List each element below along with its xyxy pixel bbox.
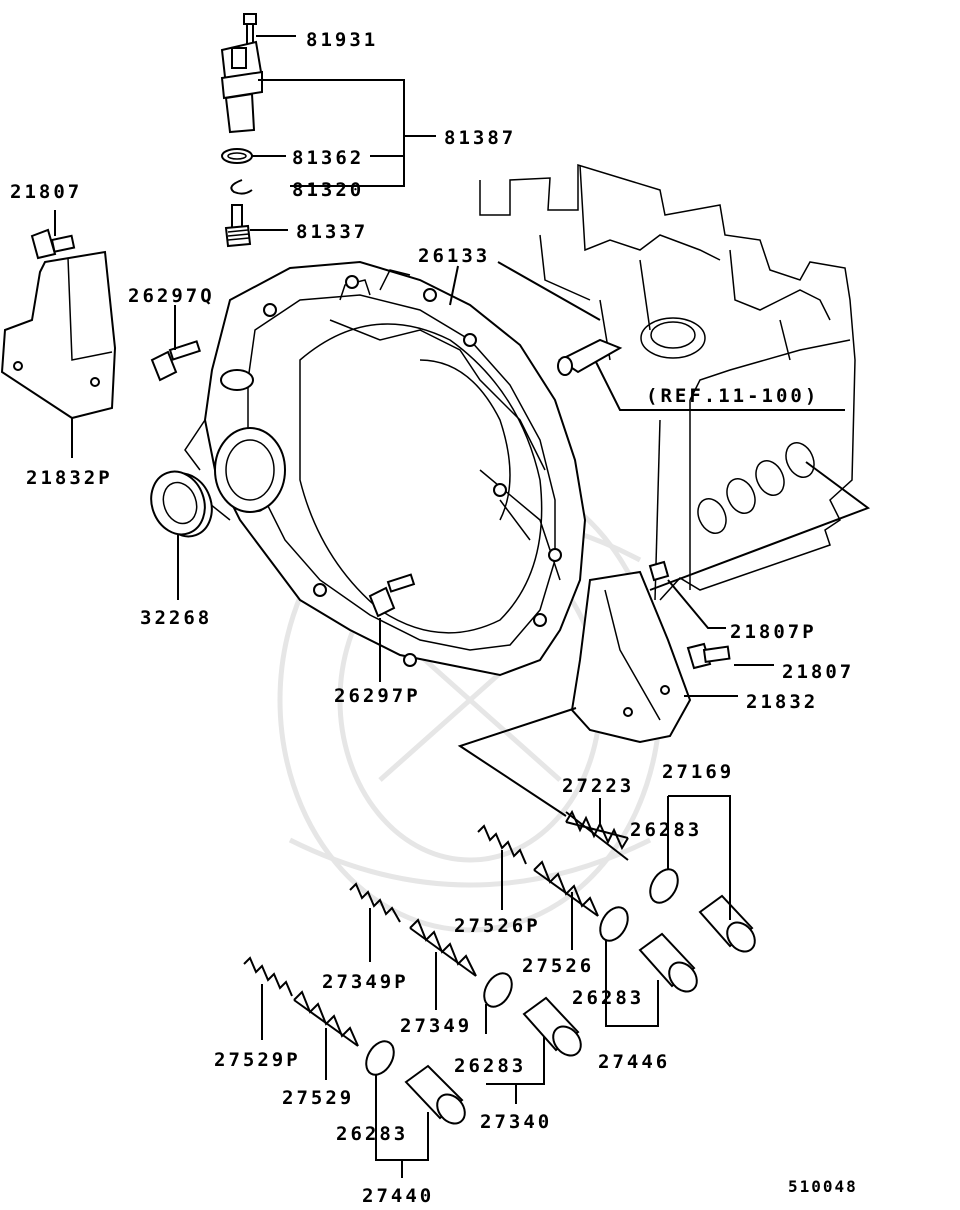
label-27440: 27440 <box>362 1185 434 1207</box>
label-81337: 81337 <box>296 221 368 243</box>
plug-27169 <box>698 894 756 953</box>
label-21832p: 21832P <box>26 467 113 489</box>
label-26133: 26133 <box>418 245 490 267</box>
bracket-21832p <box>0 228 117 420</box>
plug-27440 <box>404 1064 466 1125</box>
label-27526: 27526 <box>522 955 594 977</box>
part-labels: 81931 81387 81362 81320 81337 21807 2629… <box>10 29 858 1207</box>
label-27526p: 27526P <box>454 915 541 937</box>
label-27340: 27340 <box>480 1111 552 1133</box>
speed-sensor-assembly <box>220 13 264 248</box>
label-21807-top: 21807 <box>10 181 82 203</box>
label-27529p: 27529P <box>214 1049 301 1071</box>
label-81320: 81320 <box>292 179 364 201</box>
label-27529: 27529 <box>282 1087 354 1109</box>
label-27446: 27446 <box>598 1051 670 1073</box>
label-32268: 32268 <box>140 607 212 629</box>
bracket-21832 <box>570 560 731 744</box>
leader-lines <box>54 35 871 1178</box>
o-rings-26283 <box>365 868 679 1076</box>
label-26283-top: 26283 <box>630 819 702 841</box>
label-26297q: 26297Q <box>128 285 215 307</box>
spring-27223 <box>565 809 629 861</box>
spring-27349p <box>349 882 401 923</box>
spring-27529 <box>293 990 359 1047</box>
diagram-code: 510048 <box>788 1177 858 1196</box>
label-26283-mid: 26283 <box>572 987 644 1009</box>
plug-27340 <box>522 996 582 1057</box>
label-21832: 21832 <box>746 691 818 713</box>
label-ref-11-100: (REF.11-100) <box>646 385 819 407</box>
spring-27526p <box>477 824 527 865</box>
label-27169: 27169 <box>662 761 734 783</box>
label-26283-low: 26283 <box>454 1055 526 1077</box>
label-27349p: 27349P <box>322 971 409 993</box>
label-21807-right: 21807 <box>782 661 854 683</box>
label-27223: 27223 <box>562 775 634 797</box>
label-21807p: 21807P <box>730 621 817 643</box>
label-81931: 81931 <box>306 29 378 51</box>
oil-seal-32268 <box>150 470 213 538</box>
label-26297p: 26297P <box>334 685 421 707</box>
label-27349: 27349 <box>400 1015 472 1037</box>
label-81362: 81362 <box>292 147 364 169</box>
label-81387: 81387 <box>444 127 516 149</box>
plug-27446 <box>638 932 698 993</box>
transaxle-housing <box>184 260 587 677</box>
spring-27349 <box>409 918 477 977</box>
bolt-26297p <box>368 573 416 618</box>
spring-27529p <box>243 956 293 997</box>
bolt-26297q <box>150 340 201 382</box>
spring-27526 <box>533 860 599 917</box>
transmission-case <box>479 163 856 601</box>
label-26283-bottom: 26283 <box>336 1123 408 1145</box>
